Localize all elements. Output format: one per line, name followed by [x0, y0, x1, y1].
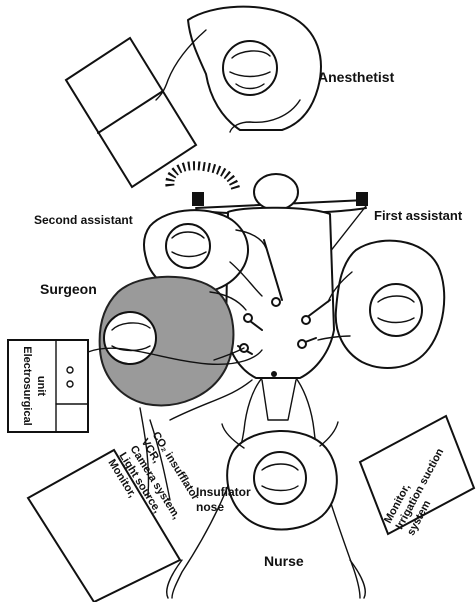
- irrigation-suction-box: Monitor, Irrigation suction system: [360, 416, 474, 538]
- label-insufflator-line2: nose: [196, 500, 224, 514]
- electrosurgical-unit: Electrosurgical unit: [8, 340, 88, 432]
- equipment-cart: Monitor, Light source, Camera system, VC…: [28, 430, 204, 602]
- anesthesia-table: [66, 38, 196, 187]
- label-nurse: Nurse: [264, 553, 304, 569]
- electrosurgical-label-line1: Electrosurgical: [21, 346, 33, 425]
- label-surgeon: Surgeon: [40, 281, 97, 297]
- label-anesthetist: Anesthetist: [318, 69, 395, 85]
- electrosurgical-unit-box: [8, 340, 88, 432]
- anesthesia-hose: [170, 166, 236, 190]
- surgeon-figure: [100, 277, 246, 406]
- anesthetist-figure: [156, 7, 321, 132]
- electrosurgical-label-line2: unit: [35, 376, 47, 396]
- nurse-figure: [222, 422, 338, 530]
- label-first-assistant: First assistant: [374, 208, 463, 223]
- first-assistant-figure: [318, 241, 444, 368]
- label-second-assistant: Second assistant: [34, 213, 133, 227]
- label-insufflator-line1: Insuflator: [196, 485, 251, 499]
